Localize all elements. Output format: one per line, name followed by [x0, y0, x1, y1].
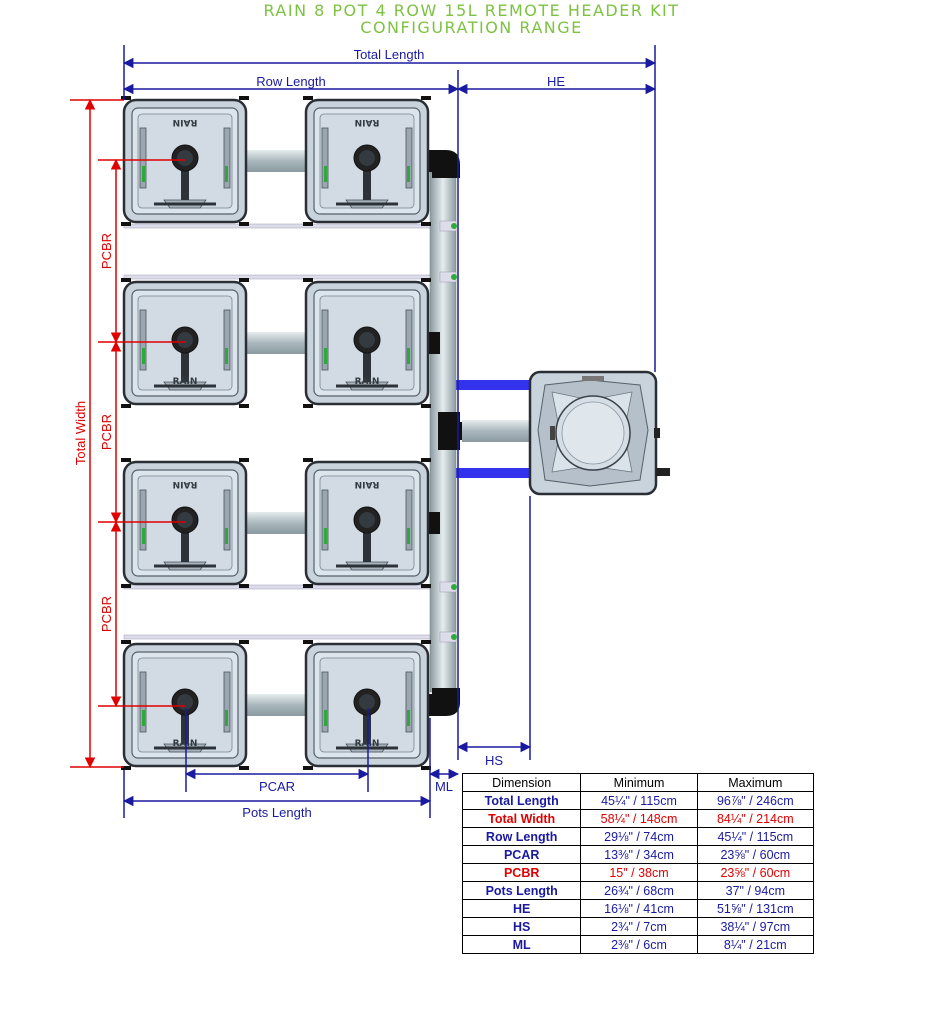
- dimension-max: 84¼" / 214cm: [696, 809, 815, 828]
- table-row: HS 2¾" / 7cm 38¼" / 97cm: [461, 917, 815, 936]
- pot-row4-left: [119, 638, 251, 772]
- table-header: Minimum: [580, 773, 698, 792]
- pot-brand-r2r: RAIN: [355, 377, 380, 387]
- pot-row3-right: [301, 456, 433, 590]
- label-pots-length: Pots Length: [242, 805, 311, 820]
- pot-row1-left: [119, 94, 251, 228]
- table-row: Pots Length 26¾" / 68cm 37" / 94cm: [461, 881, 815, 900]
- pot-brand-r3l: RAIN: [173, 479, 198, 489]
- dimension-name: ML: [461, 935, 582, 954]
- pot-row4-right: [301, 638, 433, 772]
- label-hs: HS: [485, 753, 503, 768]
- pot-brand-r1r: RAIN: [355, 117, 380, 127]
- dimension-min: 13⅜" / 34cm: [580, 845, 698, 864]
- row-pipes: [246, 150, 308, 716]
- dimension-min: 58¼" / 148cm: [580, 809, 698, 828]
- label-ml: ML: [435, 779, 453, 794]
- dimension-min: 26¾" / 68cm: [580, 881, 698, 900]
- label-pcbr-3: PCBR: [99, 596, 114, 632]
- pot-brand-r4r: RAIN: [355, 739, 380, 749]
- dimension-min: 15" / 38cm: [580, 863, 698, 882]
- header-pipe: [426, 150, 464, 716]
- dimension-max: 45¼" / 115cm: [696, 827, 815, 846]
- table-header: Dimension: [461, 773, 582, 792]
- table-row: PCBR 15" / 38cm 23⅝" / 60cm: [461, 863, 815, 882]
- table-header: Maximum: [696, 773, 815, 792]
- dimension-name: PCBR: [461, 863, 582, 882]
- label-pcbr-2: PCBR: [99, 414, 114, 450]
- dimension-name: HE: [461, 899, 582, 918]
- dimension-max: 38¼" / 97cm: [696, 917, 815, 936]
- label-he: HE: [547, 74, 565, 89]
- pot-brand-labels: RAIN RAIN RAIN RAIN RAIN RAIN RAIN RAIN: [173, 117, 380, 749]
- pot-row2-right: [301, 276, 433, 410]
- table-row: ML 2⅜" / 6cm 8¼" / 21cm: [461, 935, 815, 954]
- dimension-max: 23⅝" / 60cm: [696, 845, 815, 864]
- label-pcar: PCAR: [259, 779, 295, 794]
- dimension-name: HS: [461, 917, 582, 936]
- dimension-name: Total Width: [461, 809, 582, 828]
- dimension-max: 23⅝" / 60cm: [696, 863, 815, 882]
- dimension-min: 45¼" / 115cm: [580, 791, 698, 810]
- pot-row3-left: [119, 456, 251, 590]
- reservoir: [528, 370, 670, 496]
- pot-brand-r4l: RAIN: [173, 739, 198, 749]
- dimension-min: 2¾" / 7cm: [580, 917, 698, 936]
- diagram-title: RAIN 8 POT 4 ROW 15L REMOTE HEADER KIT C…: [0, 2, 943, 36]
- dimension-min: 29⅛" / 74cm: [580, 827, 698, 846]
- dimension-max: 96⅞" / 246cm: [696, 791, 815, 810]
- dimension-min: 2⅜" / 6cm: [580, 935, 698, 954]
- table-row: Row Length 29⅛" / 74cm 45¼" / 115cm: [461, 827, 815, 846]
- table-header-row: Dimension Minimum Maximum: [461, 773, 815, 792]
- pot-row2-left: [119, 276, 251, 410]
- dimension-min: 16⅛" / 41cm: [580, 899, 698, 918]
- label-pcbr-1: PCBR: [99, 233, 114, 269]
- dimension-max: 51⅝" / 131cm: [696, 899, 815, 918]
- pot-brand-r2l: RAIN: [173, 377, 198, 387]
- label-total-length: Total Length: [354, 47, 425, 62]
- pot-row1-right: [301, 94, 433, 228]
- dimension-lines: [122, 45, 657, 818]
- label-row-length: Row Length: [256, 74, 325, 89]
- dimension-max: 8¼" / 21cm: [696, 935, 815, 954]
- label-total-width: Total Width: [73, 401, 88, 465]
- pots: [119, 94, 433, 772]
- pot-brand-r3r: RAIN: [355, 479, 380, 489]
- pot-brand-r1l: RAIN: [173, 117, 198, 127]
- dimension-name: Row Length: [461, 827, 582, 846]
- table-row: PCAR 13⅜" / 34cm 23⅝" / 60cm: [461, 845, 815, 864]
- title-line-2: CONFIGURATION RANGE: [360, 18, 583, 37]
- dimension-name: Pots Length: [461, 881, 582, 900]
- dimension-name: Total Length: [461, 791, 582, 810]
- table-row: Total Length 45¼" / 115cm 96⅞" / 246cm: [461, 791, 815, 810]
- dimension-table: Dimension Minimum Maximum Total Length 4…: [461, 773, 815, 954]
- table-row: Total Width 58¼" / 148cm 84¼" / 214cm: [461, 809, 815, 828]
- title-line-1: RAIN 8 POT 4 ROW 15L REMOTE HEADER KIT: [263, 1, 680, 20]
- table-row: HE 16⅛" / 41cm 51⅝" / 131cm: [461, 899, 815, 918]
- red-dimension-lines: [70, 98, 186, 769]
- dimension-max: 37" / 94cm: [696, 881, 815, 900]
- reservoir-pipe: [462, 420, 538, 442]
- dimension-name: PCAR: [461, 845, 582, 864]
